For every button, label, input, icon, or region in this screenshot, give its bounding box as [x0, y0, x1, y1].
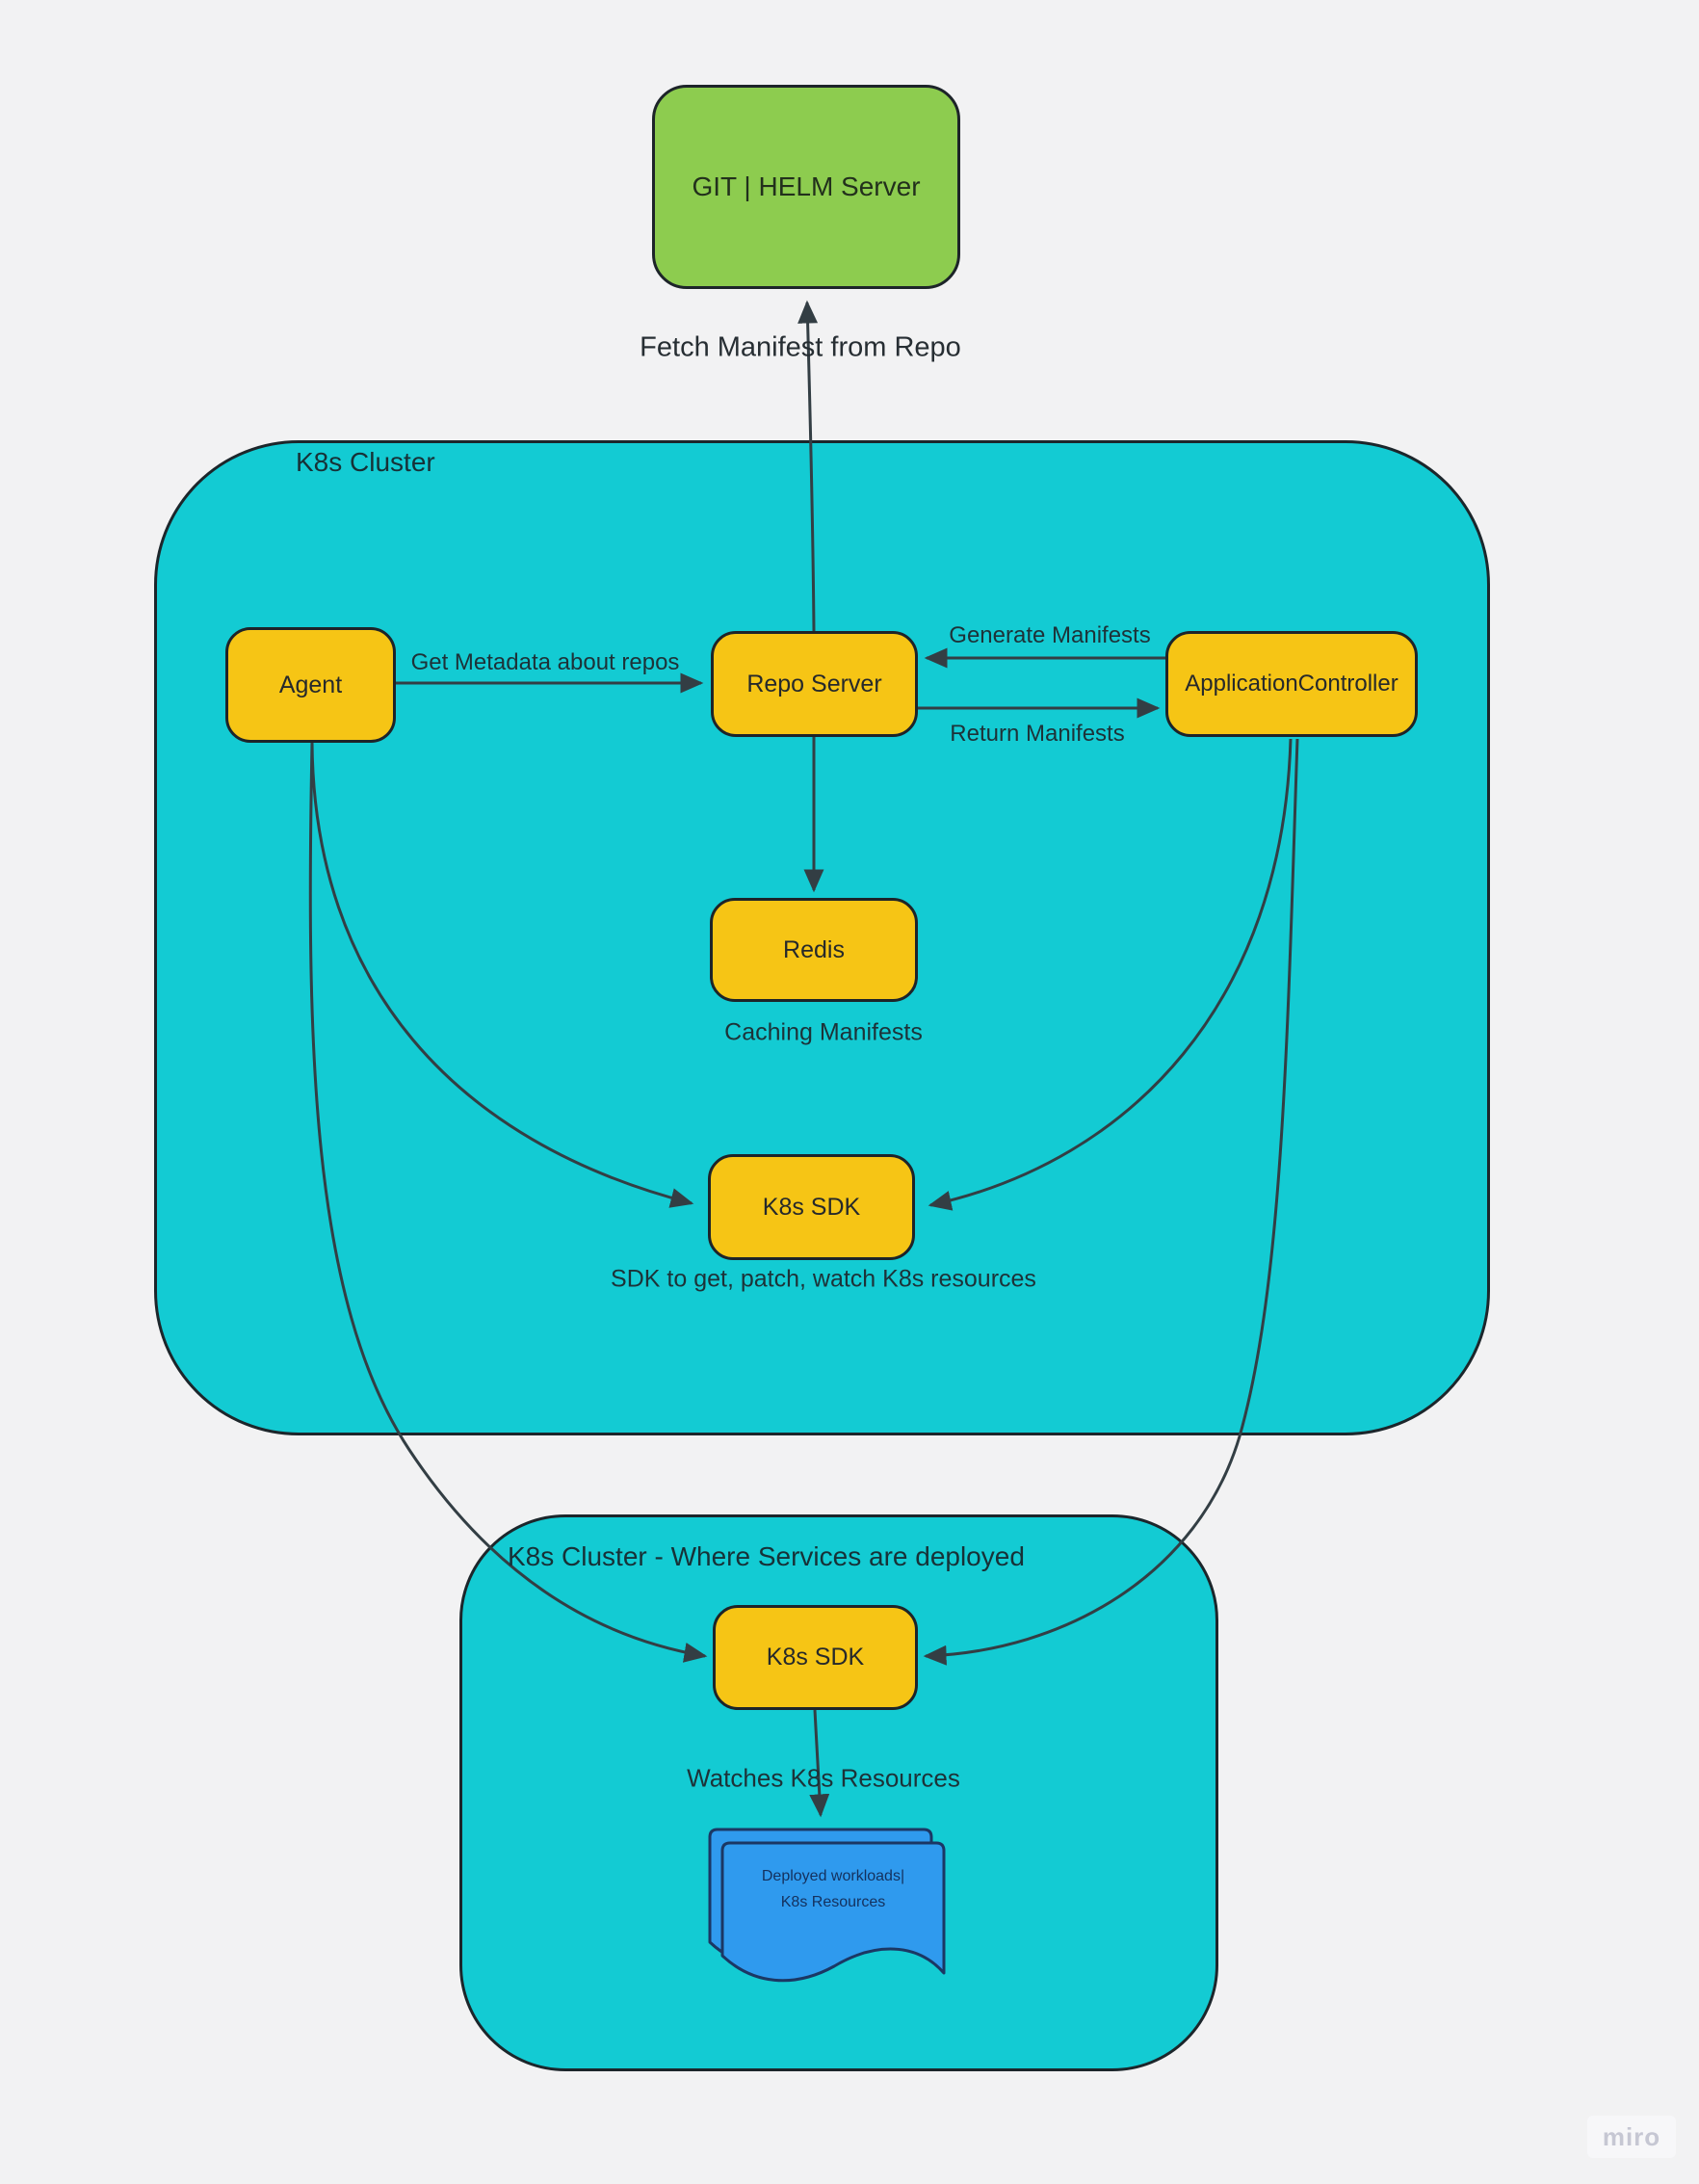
node-agent-label: Agent	[278, 671, 343, 698]
node-k8s-sdk-deploy[interactable]: K8s SDK	[713, 1605, 918, 1710]
node-repo-server-label: Repo Server	[746, 670, 882, 697]
node-agent[interactable]: Agent	[225, 627, 396, 743]
label-fetch-manifest[interactable]: Fetch Manifest from Repo	[640, 331, 961, 363]
workloads-document-line2: K8s Resources	[780, 1894, 886, 1910]
label-get-metadata[interactable]: Get Metadata about repos	[410, 649, 680, 675]
workloads-document-line1: Deployed workloads|	[761, 1868, 905, 1884]
label-caching-manifests[interactable]: Caching Manifests	[724, 1018, 923, 1046]
miro-watermark-label: miro	[1602, 2121, 1661, 2151]
miro-watermark: miro	[1587, 2116, 1676, 2158]
node-k8s-sdk-main-label: K8s SDK	[762, 1193, 861, 1221]
workloads-document-label: Deployed workloads| K8s Resources	[727, 1863, 939, 1915]
label-watches-resources[interactable]: Watches K8s Resources	[687, 1763, 960, 1793]
cluster-k8s-main-title: K8s Cluster	[296, 447, 435, 477]
node-redis-label: Redis	[783, 935, 845, 963]
node-redis[interactable]: Redis	[710, 898, 918, 1002]
node-git-helm-server[interactable]: GIT | HELM Server	[652, 85, 960, 289]
label-sdk-caption[interactable]: SDK to get, patch, watch K8s resources	[611, 1265, 1036, 1293]
node-repo-server[interactable]: Repo Server	[711, 631, 918, 737]
label-generate-manifests[interactable]: Generate Manifests	[949, 622, 1151, 648]
node-application-controller-label: ApplicationController	[1185, 671, 1398, 697]
node-k8s-sdk-main[interactable]: K8s SDK	[708, 1154, 915, 1260]
node-k8s-sdk-deploy-label: K8s SDK	[766, 1644, 865, 1671]
cluster-k8s-deploy-title: K8s Cluster - Where Services are deploye…	[508, 1541, 1025, 1571]
label-return-manifests[interactable]: Return Manifests	[950, 721, 1125, 747]
node-application-controller[interactable]: ApplicationController	[1165, 631, 1418, 737]
node-git-helm-server-label: GIT | HELM Server	[692, 171, 921, 201]
